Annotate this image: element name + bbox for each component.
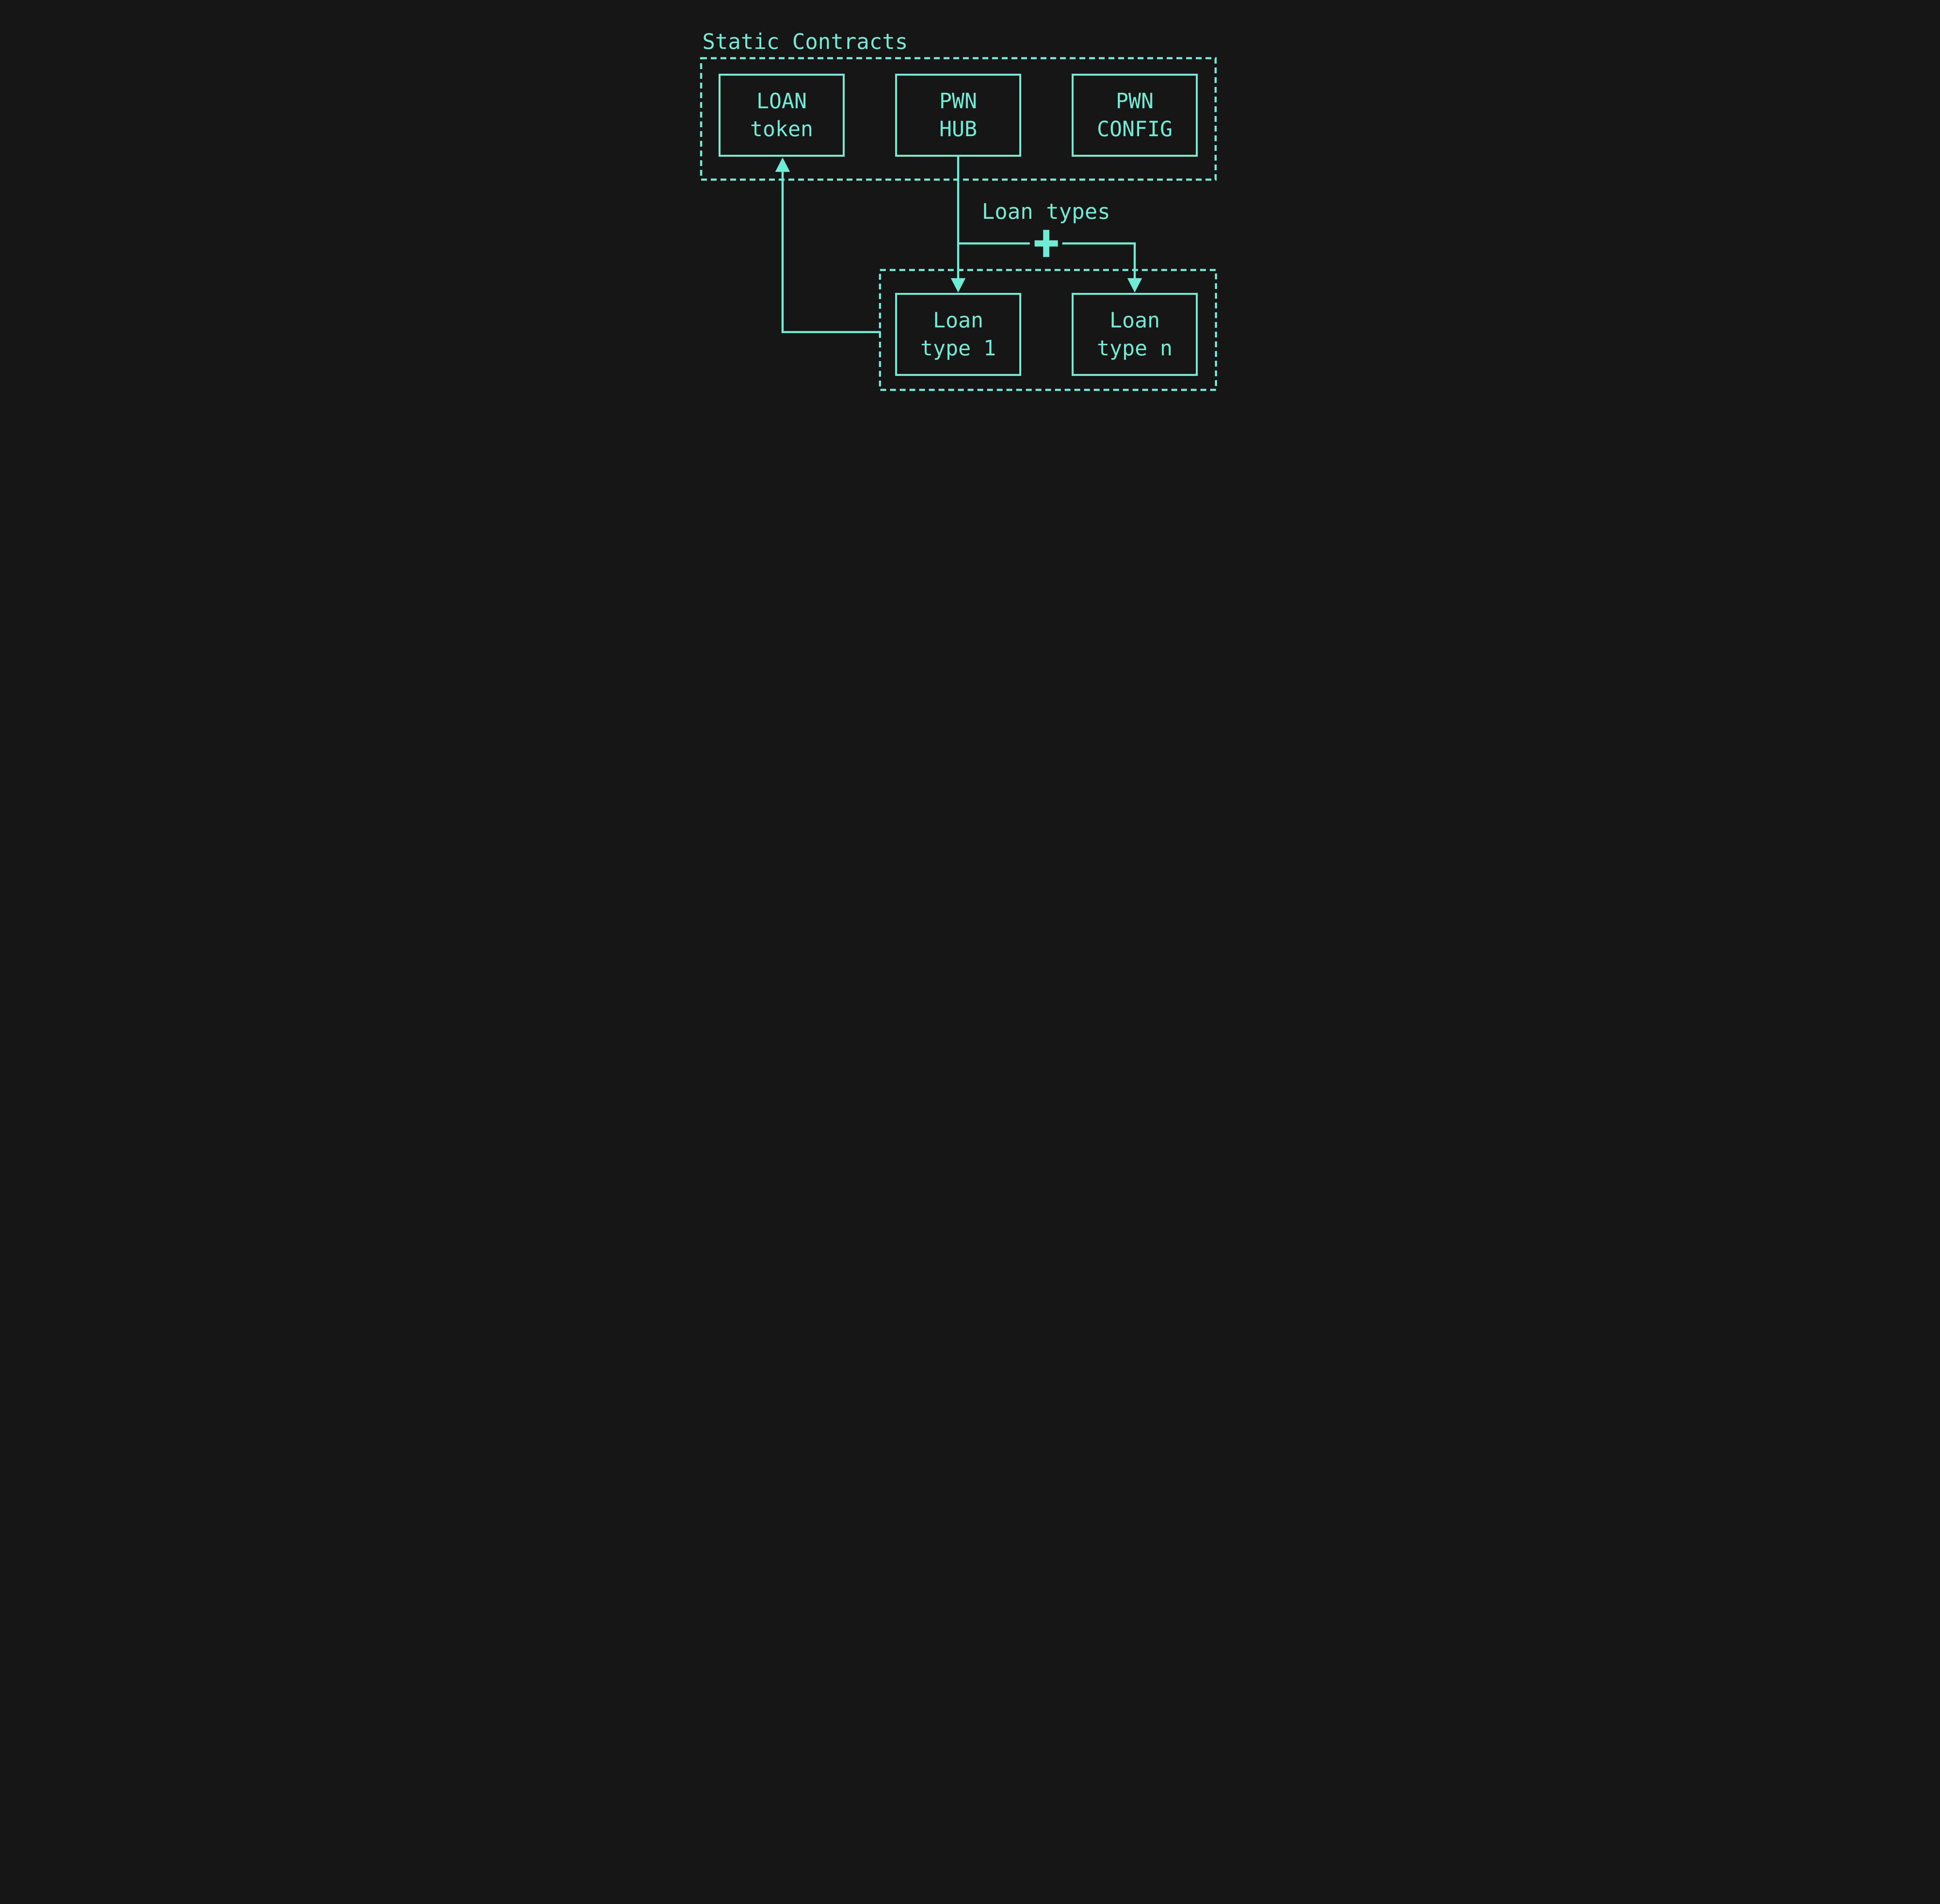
arrowhead-up-loantoken (775, 158, 790, 172)
pwn-hub-box: PWN HUB (895, 74, 1021, 157)
branch-right-connector (1062, 242, 1136, 279)
loan-type-1-label-line2: type 1 (920, 336, 996, 360)
pwn-hub-label-line2: HUB (939, 117, 977, 141)
pwn-config-box: PWN CONFIG (1072, 74, 1198, 157)
loan-types-container (879, 269, 1217, 391)
pwn-config-label-line2: CONFIG (1096, 117, 1173, 141)
plus-icon-vbar (1043, 230, 1050, 257)
loan-type-n-label-line2: type n (1096, 336, 1173, 360)
diagram-canvas: Static Contracts Loan types LOAN token P… (671, 0, 1269, 419)
loan-type-1-box: Loan type 1 (895, 293, 1021, 376)
arrowhead-down-loantypen (1127, 278, 1142, 293)
static-contracts-label: Static Contracts (702, 29, 908, 54)
pwn-hub-label-line1: PWN (939, 89, 977, 113)
loan-types-label: Loan types (982, 199, 1110, 224)
loan-token-label-line2: token (750, 117, 813, 141)
loan-type-1-label-line1: Loan (933, 308, 984, 332)
loan-token-box: LOAN token (719, 74, 845, 157)
loan-token-label-line1: LOAN (756, 89, 807, 113)
loan-type-n-box: Loan type n (1072, 293, 1198, 376)
pwn-config-label-line1: PWN (1116, 89, 1154, 113)
arrowhead-down-loantype1 (951, 278, 966, 293)
plus-icon (1034, 230, 1058, 257)
loan-type-n-label-line1: Loan (1109, 308, 1160, 332)
loantypes-to-loantoken-connector (781, 171, 881, 333)
connector-layer (700, 57, 1217, 391)
